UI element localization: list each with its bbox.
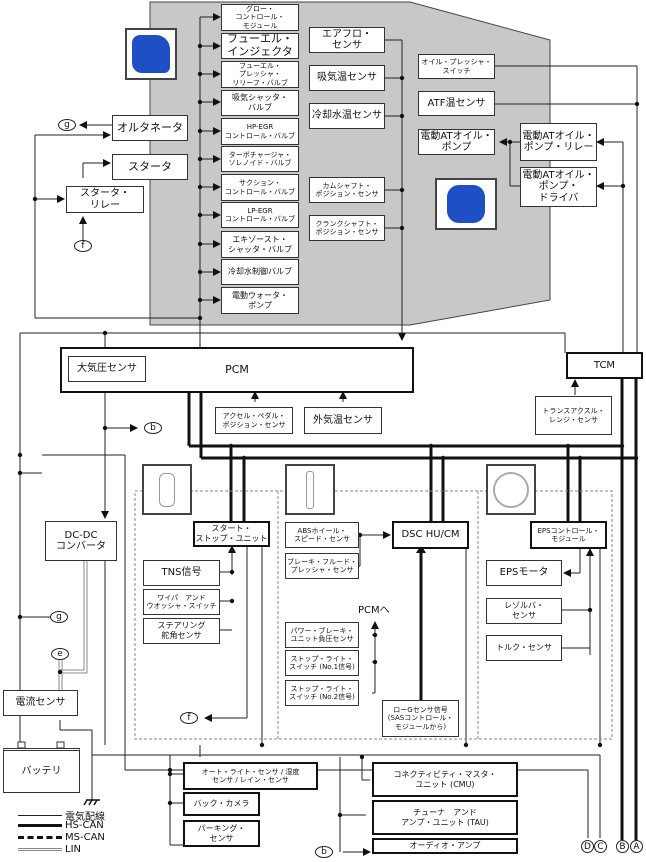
to-pcm-label: PCMへ	[358, 605, 390, 616]
connector-b-bottom: b	[315, 846, 333, 858]
connector-f-bottom: f	[180, 712, 198, 724]
steering-wheel-image	[486, 464, 536, 515]
legend-label: LIN	[65, 844, 82, 855]
connector-C: C	[594, 840, 607, 853]
engine-sensor: カムシャフト・ ポジション・センサ	[309, 177, 385, 203]
engine-sensor: クランクシャフト・ ポジション・センサ	[309, 215, 385, 241]
transaxle-range-sensor: トランスアクスル・ レンジ・センサ	[535, 396, 612, 435]
connector-B: B	[616, 840, 629, 853]
brake-fluid-pressure-sensor: ブレーキ・フルード・ プレッシャ・センサ	[285, 553, 359, 579]
vehicle-key-image	[142, 464, 192, 515]
engine-image	[125, 28, 177, 80]
engine-component: フューエル・ プレッシャ・ リリーフ・バルブ	[221, 61, 299, 88]
brake-pedal-image	[285, 464, 335, 515]
low-g-sensor-signal: ローGセンサ信号 (SASコントロール・ モジュールから)	[382, 700, 459, 737]
legend-label: 電気配線	[65, 812, 105, 823]
connector-e: e	[51, 648, 69, 660]
start-stop-unit: スタート・ ストップ・ユニット	[193, 521, 270, 547]
connector-g-bottom: g	[50, 611, 68, 623]
starter-relay: スタータ・ リレー	[66, 186, 144, 213]
ambient-temperature-sensor: 外気温センサ	[304, 407, 382, 434]
steering-angle-sensor: ステアリング 舵角センサ	[143, 618, 220, 644]
auto-light-humidity-rain-sensor: オート・ライト・センサ / 湿度 センサ / レイン・センサ	[183, 762, 318, 790]
oil-pressure-switch: オイル・プレッシャ・ スイッチ	[418, 54, 495, 79]
eps-control-module: EPSコントロール・ モジュール	[530, 521, 607, 549]
legend-hs-can: HS-CAN	[18, 820, 104, 831]
pcm-label: PCM	[225, 362, 249, 376]
abs-wheel-speed-sensor: ABSホイール・ スピード・センサ	[285, 522, 359, 548]
wiper-washer-switch: ワイパ アンド ウオッシャ・スイッチ	[143, 589, 220, 615]
engine-component: フューエル・ インジェクタ	[221, 33, 299, 59]
engine-component: HP-EGR コントロール・バルブ	[221, 118, 299, 145]
legend-label: HS-CAN	[65, 820, 104, 831]
connector-g-top: g	[58, 119, 76, 131]
torque-sensor: トルク・センサ	[486, 635, 562, 661]
brake-booster-vacuum-sensor: パワー・ブレーキ・ ユニット負圧センサ	[285, 622, 359, 648]
electric-at-oil-pump-driver: 電動ATオイル・ ポンプ・ ドライバ	[520, 167, 597, 207]
current-sensor: 電流センサ	[3, 690, 78, 716]
transmission-image	[435, 178, 497, 230]
legend-label: MS-CAN	[65, 832, 105, 843]
audio-amp: オーディオ・アンプ	[372, 838, 518, 854]
engine-component: 吸気シャッタ・ バルブ	[221, 90, 299, 116]
legend-lin: LIN	[18, 844, 81, 855]
accelerator-pedal-position-sensor: アクセル・ペダル・ ポジション・センサ	[215, 407, 293, 434]
vehicle-top-icon	[159, 472, 175, 507]
connector-f-top: f	[74, 240, 92, 252]
low-g-arrow	[416, 545, 426, 553]
connector-D: D	[581, 840, 594, 853]
starter: スタータ	[112, 154, 188, 180]
back-camera: バック・カメラ	[183, 792, 260, 816]
engine-icon	[132, 35, 170, 73]
engine-component: 冷却水制御バルブ	[221, 259, 299, 285]
chassis-area	[134, 490, 613, 740]
engine-component: サクション・ コントロール・バルブ	[221, 174, 299, 201]
engine-component: グロー・ コントロール・ モジュール	[221, 4, 299, 31]
stop-light-switch-2: ストップ・ライト・ スイッチ (No.2信号)	[285, 680, 359, 706]
legend-wire: 電気配線	[18, 808, 105, 823]
engine-sensor: 冷却水温センサ	[309, 103, 385, 129]
barometric-pressure-sensor: 大気圧センサ	[68, 356, 146, 382]
stop-light-switch-1: ストップ・ライト・ スイッチ (No.1信号)	[285, 650, 359, 676]
parking-sensor: パーキング・ センサ	[183, 820, 260, 847]
legend-ms-can: MS-CAN	[18, 832, 105, 843]
engine-component: エキゾースト・ シャッタ・バルブ	[221, 231, 299, 258]
tuner-amp-unit: チューナ アンド アンプ・ユニット (TAU)	[372, 800, 518, 835]
engine-component: ターボチャージャ・ ソレノイド・バルブ	[221, 146, 299, 172]
electric-at-oil-pump-relay: 電動ATオイル・ ポンプ・リレー	[520, 123, 597, 161]
alternator: オルタネータ	[112, 115, 188, 141]
tcm: TCM	[566, 352, 643, 379]
tns-signal: TNS信号	[143, 560, 220, 586]
dc-dc-converter: DC-DC コンバータ	[45, 521, 117, 561]
battery-label: バッテリ	[21, 765, 62, 777]
engine-component: LP-EGR コントロール・バルブ	[221, 202, 299, 228]
atf-temp-sensor: ATF温センサ	[418, 91, 495, 116]
connector-b-top: b	[144, 422, 162, 434]
engine-sensor: 吸気温センサ	[309, 65, 385, 91]
transmission-icon	[447, 185, 485, 223]
connector-A: A	[630, 840, 643, 853]
steering-wheel-icon	[493, 471, 529, 508]
eps-motor: EPSモータ	[486, 560, 562, 586]
battery: バッテリ	[3, 748, 80, 793]
dsc-hu-cm: DSC HU/CM	[392, 521, 469, 549]
electric-at-oil-pump: 電動ATオイル・ ポンプ	[418, 129, 495, 155]
connectivity-master-unit: コネクティビティ・マスタ・ ユニット (CMU)	[372, 762, 518, 797]
ground-symbol	[83, 799, 100, 806]
resolver-sensor: レゾルバ・ センサ	[486, 598, 562, 624]
engine-sensor: エアフロ・ センサ	[309, 27, 385, 53]
engine-component: 電動ウォータ・ ポンプ	[221, 287, 299, 314]
brake-pedal-icon	[306, 470, 314, 509]
